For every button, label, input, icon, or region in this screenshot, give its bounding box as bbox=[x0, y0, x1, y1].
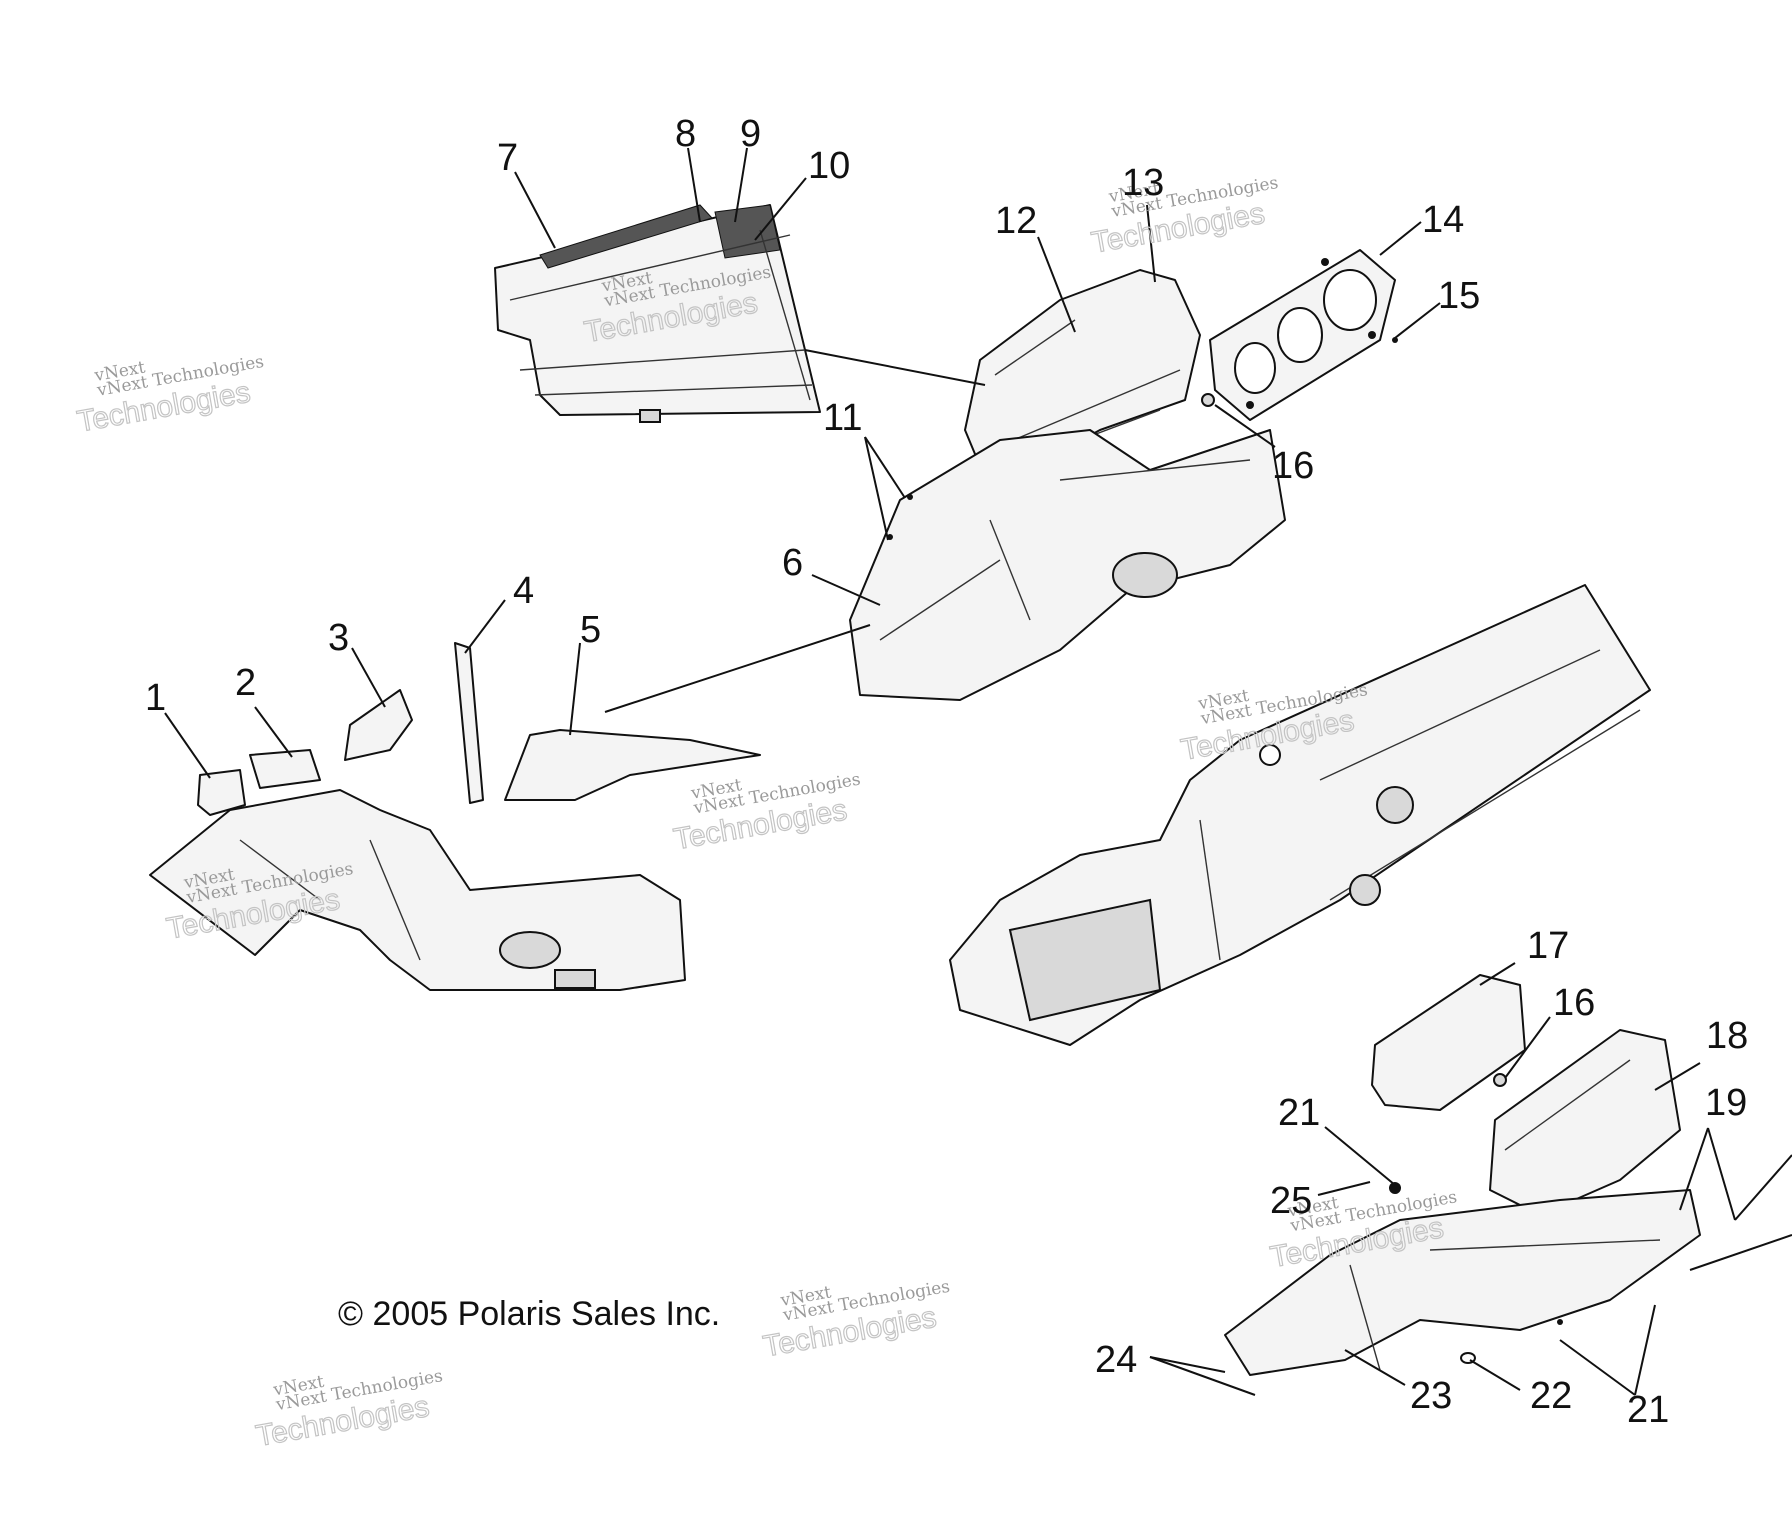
strut-rails bbox=[1689, 1154, 1792, 1271]
lower-hood bbox=[1224, 1189, 1701, 1376]
lower-body-pan bbox=[149, 789, 686, 991]
gauge-plate bbox=[1209, 249, 1396, 421]
callout-4: 4 bbox=[513, 570, 534, 612]
callout-11: 11 bbox=[823, 397, 862, 439]
copyright-text: © 2005 Polaris Sales Inc. bbox=[338, 1295, 720, 1333]
callout-24: 24 bbox=[1095, 1339, 1137, 1381]
callout-19: 19 bbox=[1705, 1082, 1747, 1124]
shield-plate bbox=[504, 729, 761, 801]
callout-5: 5 bbox=[580, 609, 601, 651]
hardware bbox=[887, 337, 1563, 1364]
watermark: vNext vNext Technologies Technologies bbox=[74, 352, 265, 439]
leader-lines bbox=[164, 147, 1736, 1396]
lower-console bbox=[1489, 1029, 1681, 1216]
chassis-tunnel bbox=[949, 584, 1651, 1046]
side-strip bbox=[454, 642, 484, 804]
callout-21a: 21 bbox=[1278, 1092, 1320, 1134]
callout-21b: 21 bbox=[1627, 1389, 1669, 1431]
callout-3: 3 bbox=[328, 617, 349, 659]
box-part bbox=[1371, 974, 1526, 1111]
callout-12: 12 bbox=[995, 200, 1037, 242]
callout-16b: 16 bbox=[1553, 982, 1595, 1024]
callout-2: 2 bbox=[235, 662, 256, 704]
callout-8: 8 bbox=[675, 113, 696, 155]
watermark: vNext vNext Technologies Technologies bbox=[671, 770, 862, 857]
callout-25: 25 bbox=[1270, 1180, 1312, 1222]
callout-18: 18 bbox=[1706, 1015, 1748, 1057]
callout-13: 13 bbox=[1122, 162, 1164, 204]
callout-10: 10 bbox=[808, 145, 850, 187]
callout-15: 15 bbox=[1438, 275, 1480, 317]
nose-cowl bbox=[849, 429, 1286, 701]
callout-14: 14 bbox=[1422, 199, 1464, 241]
watermark: vNext vNext Technologies Technologies bbox=[1088, 173, 1279, 260]
callout-16a: 16 bbox=[1272, 445, 1314, 487]
callout-1: 1 bbox=[145, 677, 166, 719]
small-panels bbox=[197, 689, 413, 816]
callout-17: 17 bbox=[1527, 925, 1569, 967]
callout-23: 23 bbox=[1410, 1375, 1452, 1417]
callout-7: 7 bbox=[497, 137, 518, 179]
callout-22: 22 bbox=[1530, 1375, 1572, 1417]
callout-6: 6 bbox=[782, 542, 803, 584]
callout-labels: 1 2 3 4 5 6 7 8 9 10 11 12 13 14 15 16 1… bbox=[145, 113, 1748, 1431]
callout-9: 9 bbox=[740, 113, 761, 155]
watermark: vNext vNext Technologies Technologies bbox=[253, 1366, 444, 1453]
hood-panel-assembly bbox=[494, 204, 821, 423]
watermark: vNext vNext Technologies Technologies bbox=[760, 1277, 951, 1364]
